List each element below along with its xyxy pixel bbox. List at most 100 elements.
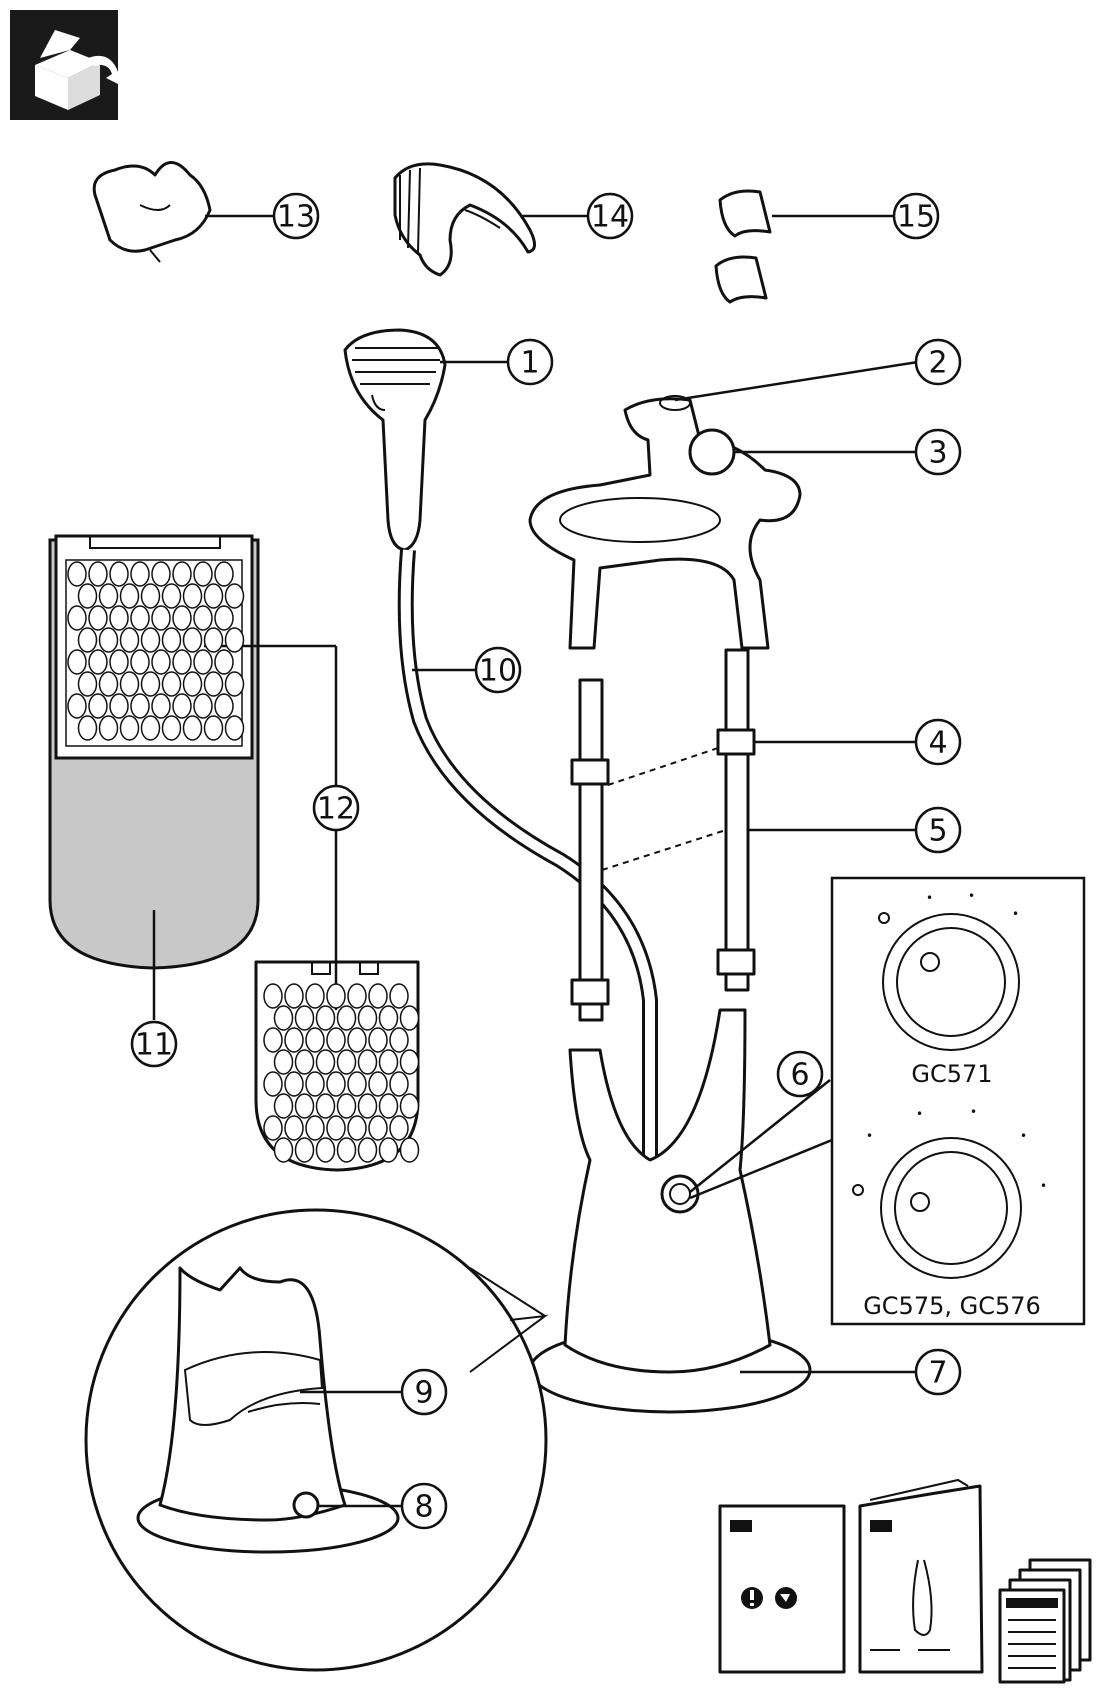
honeycomb-cell — [119, 671, 140, 697]
clip-part — [714, 189, 772, 304]
honeycomb-cell — [67, 561, 87, 587]
honeycomb-cell — [263, 1027, 283, 1053]
honeycomb-cell — [140, 583, 161, 609]
dial-panel: • • • • • • • • — [830, 876, 1086, 1326]
honeycomb-cell — [368, 1071, 388, 1097]
honeycomb-cell — [294, 1049, 315, 1075]
honeycomb-cell — [368, 983, 388, 1009]
honeycomb-cell — [378, 1137, 399, 1163]
user-manual-booklet — [718, 1504, 846, 1674]
callout-circle-7 — [914, 1348, 962, 1396]
honeycomb-cell — [315, 1093, 336, 1119]
pole-left-part — [570, 678, 610, 1022]
base-part — [528, 1008, 812, 1414]
honeycomb-cell — [88, 605, 108, 631]
honeycomb-cell — [203, 671, 224, 697]
honeycomb-cell — [182, 627, 203, 653]
honeycomb-cell — [368, 1115, 388, 1141]
honeycomb-cell — [88, 693, 108, 719]
unpack-box-icon — [10, 10, 126, 120]
honeycomb-cell — [140, 671, 161, 697]
svg-text:•: • — [926, 891, 933, 905]
honeycomb-cell — [151, 561, 171, 587]
honeycomb-cell — [130, 561, 150, 587]
callout-circle-14 — [586, 192, 634, 240]
honeycomb-cell — [284, 983, 304, 1009]
callout-number-9: 9 — [414, 1376, 433, 1411]
honeycomb-cell — [336, 1137, 357, 1163]
callout-circle-8 — [400, 1482, 448, 1530]
honeycomb-cell — [399, 1005, 420, 1031]
honeycomb-cell — [315, 1005, 336, 1031]
svg-text:•: • — [866, 1129, 873, 1143]
pole-right-part — [716, 648, 756, 992]
svg-text:•: • — [968, 889, 975, 903]
honeycomb-cell — [224, 671, 245, 697]
callout-number-7: 7 — [928, 1356, 947, 1391]
honeycomb-cell — [305, 1027, 325, 1053]
honeycomb-cell — [294, 1137, 315, 1163]
callout-circle-13 — [272, 192, 320, 240]
honeycomb-cell — [224, 627, 245, 653]
honeycomb-cell — [98, 583, 119, 609]
model-label-gc575-gc576: GC575, GC576 — [863, 1292, 1041, 1320]
honeycomb-cell — [326, 1115, 346, 1141]
callout-number-14: 14 — [591, 200, 629, 235]
honeycomb-cell — [273, 1005, 294, 1031]
honeycomb-cell — [77, 583, 98, 609]
honeycomb-cell — [161, 627, 182, 653]
honeycomb-cell — [336, 1005, 357, 1031]
honeycomb-cell — [315, 1049, 336, 1075]
honeycomb-cell — [378, 1005, 399, 1031]
honeycomb-cell — [326, 1071, 346, 1097]
honeycomb-cell — [315, 1137, 336, 1163]
callout-circle-1 — [506, 338, 554, 386]
honeycomb-cell — [326, 1027, 346, 1053]
callout-number-11: 11 — [135, 1028, 173, 1063]
honeycomb-cell — [263, 1115, 283, 1141]
honeycomb-cell — [109, 605, 129, 631]
glove-part — [92, 161, 212, 263]
detail-zoom-circle — [84, 1208, 549, 1672]
honeycomb-cell — [161, 671, 182, 697]
honeycomb-cell — [172, 561, 192, 587]
callout-number-8: 8 — [414, 1490, 433, 1525]
honeycomb-cell — [151, 605, 171, 631]
honeycomb-cell — [336, 1093, 357, 1119]
callout-circle-5 — [914, 806, 962, 854]
svg-text:•: • — [970, 1105, 977, 1119]
callout-line-6a — [689, 1079, 831, 1193]
honeycomb-cell — [77, 671, 98, 697]
honeycomb-cell — [357, 1005, 378, 1031]
honeycomb-cell — [389, 1115, 409, 1141]
callout-circle-9 — [400, 1368, 448, 1416]
honeycomb-cell — [399, 1137, 420, 1163]
callout-circle-10 — [474, 646, 522, 694]
callout-circle-2 — [914, 338, 962, 386]
honeycomb-cell — [109, 649, 129, 675]
honeycomb-cell — [67, 605, 87, 631]
honeycomb-cell — [294, 1093, 315, 1119]
callout-circle-12 — [312, 784, 360, 832]
honeycomb-cell — [378, 1049, 399, 1075]
honeycomb-cell — [347, 1071, 367, 1097]
honeycomb-cell — [193, 605, 213, 631]
callout-number-1: 1 — [520, 346, 539, 381]
callout-circle-11 — [130, 1020, 178, 1068]
honeycomb-cell — [172, 605, 192, 631]
honeycomb-cell — [193, 561, 213, 587]
callout-line-2 — [674, 360, 919, 402]
honeycomb-cell — [98, 715, 119, 741]
model-label-gc571: GC571 — [911, 1060, 992, 1088]
honeycomb-cell — [193, 649, 213, 675]
honeycomb-cell — [284, 1027, 304, 1053]
honeycomb-cell — [326, 983, 346, 1009]
honeycomb-cell — [119, 715, 140, 741]
honeycomb-cell — [88, 649, 108, 675]
callout-number-13: 13 — [277, 200, 315, 235]
honeycomb-cell — [182, 583, 203, 609]
honeycomb-cell — [305, 1115, 325, 1141]
honeycomb-cell — [140, 715, 161, 741]
honeycomb-cell — [151, 693, 171, 719]
honeycomb-cell — [98, 671, 119, 697]
